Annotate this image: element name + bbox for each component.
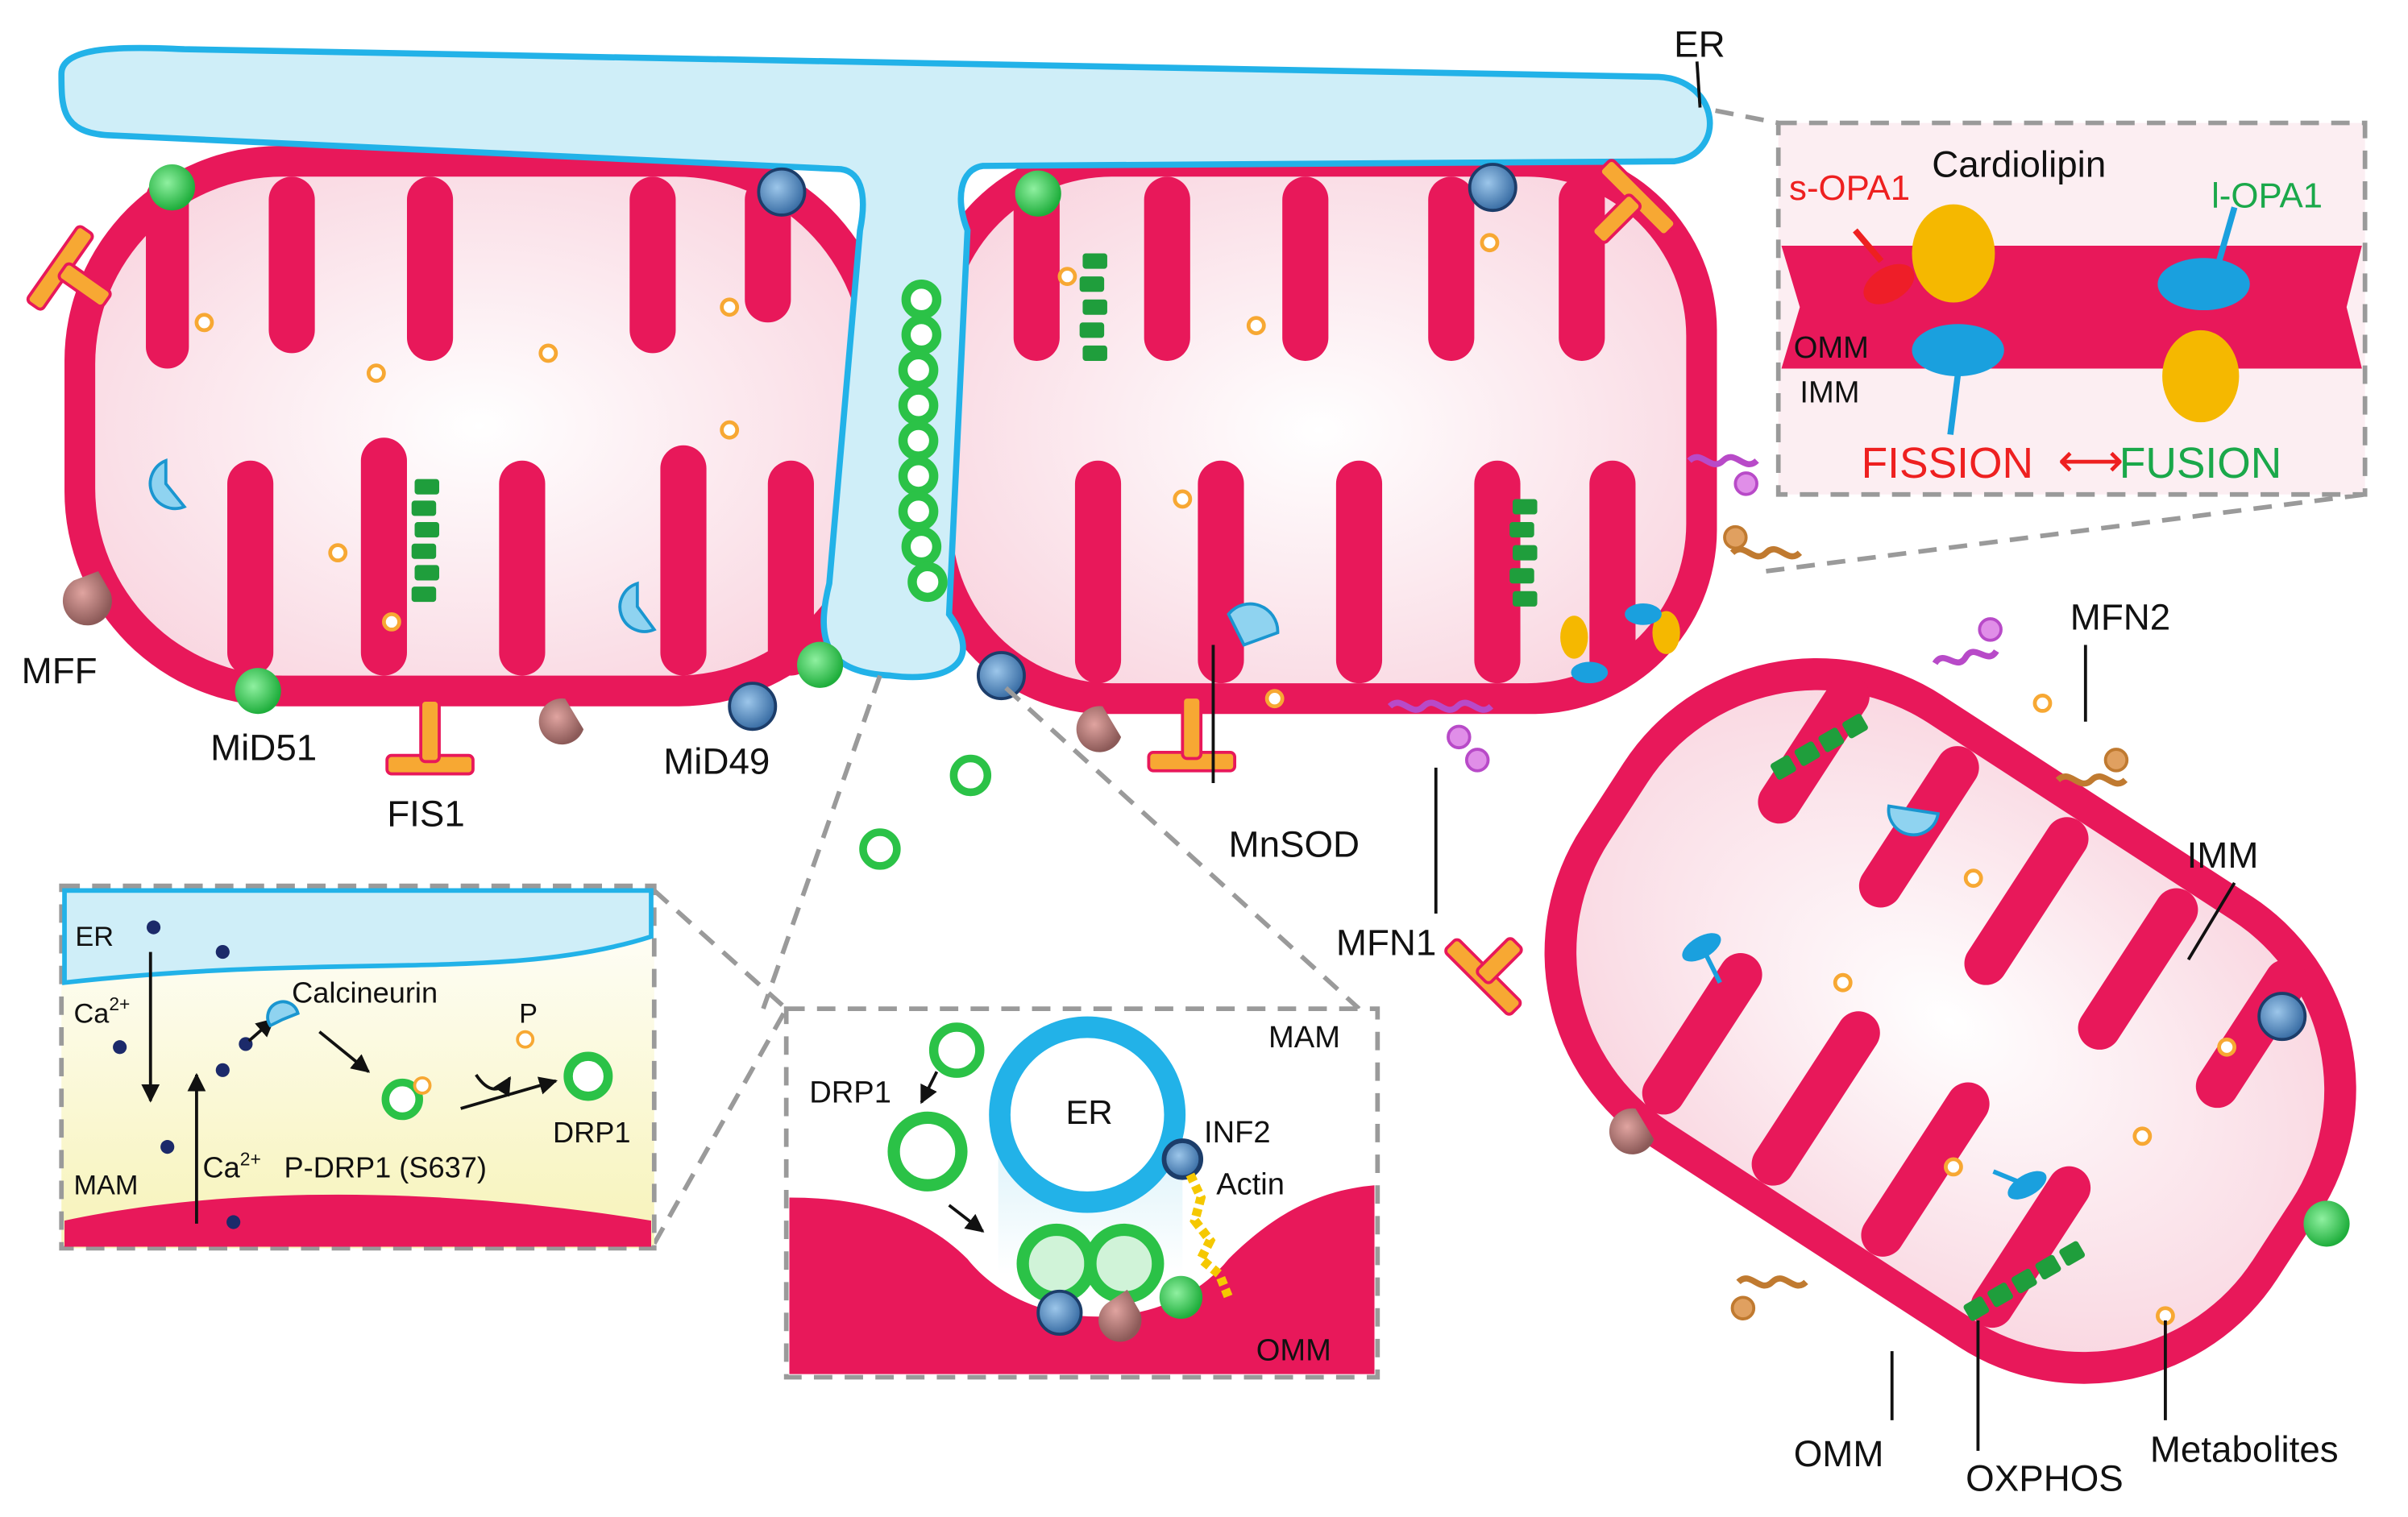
er-label: ER bbox=[1674, 24, 1725, 65]
phosphate-label: P bbox=[519, 998, 538, 1029]
s-opa1-shape bbox=[1863, 263, 1915, 305]
left-mitochondrion bbox=[64, 146, 895, 707]
drp1-column bbox=[898, 279, 948, 603]
calcium-ions bbox=[113, 920, 253, 1229]
omm-label: OMM bbox=[1794, 1433, 1884, 1474]
mnsod-icon bbox=[1887, 804, 1941, 837]
drp1-ring bbox=[563, 1051, 613, 1101]
brown-proteins-mff bbox=[62, 571, 1654, 1154]
fis1-label: FIS1 bbox=[387, 793, 465, 834]
green-proteins-mid51 bbox=[148, 164, 2350, 1247]
opa1-small bbox=[1682, 933, 2047, 1200]
fusion-label: FUSION bbox=[2119, 440, 2282, 487]
inset-connectors bbox=[652, 108, 2366, 1246]
actin-label: Actin bbox=[1216, 1168, 1285, 1202]
mam-er-circle bbox=[989, 1016, 1186, 1213]
mam-inset-omm-label: OMM bbox=[1256, 1334, 1331, 1368]
l-opa1-label: l-OPA1 bbox=[2211, 176, 2323, 215]
mfn1-proteins bbox=[1387, 454, 1999, 713]
mnsod-icon bbox=[148, 458, 187, 511]
leader-lines bbox=[1211, 61, 2236, 1451]
mfn2-proteins bbox=[1729, 546, 2128, 1289]
cardiolipin-bottom bbox=[2162, 330, 2240, 423]
blue-proteins-mid49 bbox=[728, 163, 2307, 1042]
imm-label: IMM bbox=[2187, 835, 2259, 876]
calcium-inset-omm bbox=[64, 1194, 651, 1247]
cardiolipin-label: Cardiolipin bbox=[1932, 143, 2106, 184]
fission-label: FISSION bbox=[1862, 440, 2033, 487]
calcium-label-bottom: Ca2+ bbox=[203, 1148, 261, 1183]
l-opa1-shape bbox=[2157, 258, 2250, 311]
calcium-inset-mam-label: MAM bbox=[73, 1171, 138, 1201]
opa1-imm-shape bbox=[1912, 324, 2004, 377]
middle-mitochondrion bbox=[921, 146, 1717, 715]
mnsod-label: MnSOD bbox=[1228, 823, 1360, 864]
s-opa1-label: s-OPA1 bbox=[1789, 168, 1910, 208]
endoplasmic-reticulum bbox=[58, 44, 1713, 681]
mam-inset-omm bbox=[789, 1185, 1375, 1374]
mam-inset: MAM DRP1 ER INF2 Actin OMM bbox=[783, 1006, 1380, 1380]
calcineurin-label: Calcineurin bbox=[292, 976, 438, 1009]
fis1-proteins bbox=[26, 159, 1677, 1341]
fission-fusion-arrow: ⟷ bbox=[2058, 435, 2124, 487]
cytosolic-drp1 bbox=[859, 754, 992, 870]
mam-inset-mam-label: MAM bbox=[1268, 1021, 1340, 1055]
calcium-inset: ER Ca2+ Calcineurin P DRP1 MAM Ca2+ P-DR… bbox=[59, 883, 657, 1251]
oxphos-complexes bbox=[411, 253, 2086, 1321]
mnsod-icon bbox=[618, 581, 657, 633]
inf2-label: INF2 bbox=[1204, 1116, 1271, 1150]
calcium-inset-er-label: ER bbox=[75, 922, 114, 952]
mfn2-label: MFN2 bbox=[2070, 596, 2170, 637]
mfn1-heads bbox=[1447, 471, 2003, 773]
mnsod-proteins bbox=[148, 458, 1941, 837]
metabolites bbox=[194, 233, 2237, 1326]
calcineurin-icon bbox=[266, 1000, 300, 1028]
metabolites-label: Metabolites bbox=[2150, 1428, 2339, 1469]
mid51-label: MiD51 bbox=[210, 727, 317, 768]
er-membrane bbox=[58, 44, 1713, 681]
right-mitochondrion bbox=[1544, 658, 2356, 1384]
opa1-inset-omm-label: OMM bbox=[1794, 331, 1869, 365]
right-matrix bbox=[1576, 690, 2325, 1353]
opa1-inset: Cardiolipin s-OPA1 l-OPA1 OMM IMM FISSIO… bbox=[1775, 120, 2368, 497]
mid49-label: MiD49 bbox=[663, 741, 770, 782]
mam-inset-er-label: ER bbox=[1065, 1093, 1112, 1131]
opa1-inset-imm-label: IMM bbox=[1800, 375, 1859, 409]
calcium-inset-er bbox=[62, 888, 654, 985]
oxphos-label: OXPHOS bbox=[1966, 1457, 2124, 1498]
cardiolipin-top bbox=[1912, 204, 1995, 303]
p-drp1-label: P-DRP1 (S637) bbox=[284, 1151, 487, 1184]
mfn1-label: MFN1 bbox=[1336, 922, 1436, 963]
opa1-contact bbox=[1560, 603, 1680, 684]
mfn2-heads bbox=[1723, 524, 2129, 1320]
p-drp1-ring bbox=[381, 1078, 423, 1121]
mff-label: MFF bbox=[22, 650, 98, 691]
calcium-inset-drp1-label: DRP1 bbox=[553, 1116, 631, 1149]
mnsod-icon bbox=[1227, 602, 1280, 647]
calcium-label-top: Ca2+ bbox=[73, 993, 130, 1029]
mam-inset-drp1-label: DRP1 bbox=[809, 1076, 891, 1109]
actin-filament bbox=[1185, 1172, 1233, 1299]
